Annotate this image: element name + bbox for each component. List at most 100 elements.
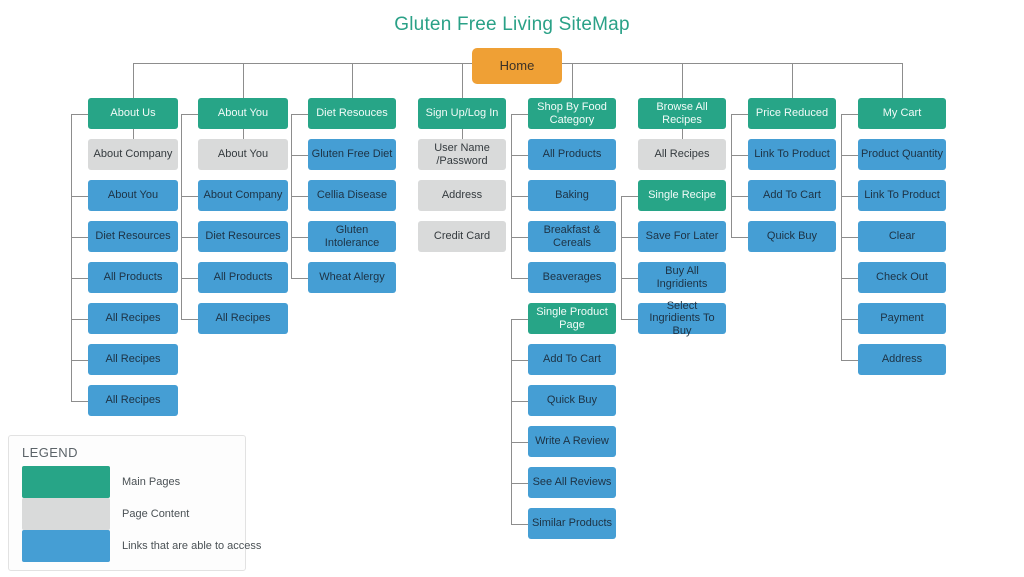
node-diet-resouces-1[interactable]: Gluten Free Diet: [308, 139, 396, 170]
connector-line: [621, 318, 638, 320]
connector-line: [71, 195, 88, 197]
node-price-reduced-3[interactable]: Quick Buy: [748, 221, 836, 252]
connector-line: [181, 318, 198, 320]
legend-swatch: [22, 530, 110, 562]
connector-line: [621, 195, 638, 197]
connector-line: [572, 63, 573, 98]
node-my-cart-6[interactable]: Address: [858, 344, 946, 375]
node-shop-by-food-category-5[interactable]: Single Product Page: [528, 303, 616, 334]
node-browse-all-recipes-1[interactable]: All Recipes: [638, 139, 726, 170]
node-my-cart-1[interactable]: Product Quantity: [858, 139, 946, 170]
connector-line: [511, 195, 528, 197]
node-browse-all-recipes-0[interactable]: Browse All Recipes: [638, 98, 726, 129]
node-my-cart-3[interactable]: Clear: [858, 221, 946, 252]
node-shop-by-food-category-2[interactable]: Baking: [528, 180, 616, 211]
node-home[interactable]: Home: [472, 48, 562, 84]
node-my-cart-4[interactable]: Check Out: [858, 262, 946, 293]
connector-line: [71, 236, 88, 238]
connector-line: [511, 400, 528, 402]
node-price-reduced-2[interactable]: Add To Cart: [748, 180, 836, 211]
connector-line: [352, 63, 353, 98]
node-shop-by-food-category-6[interactable]: Add To Cart: [528, 344, 616, 375]
connector-line: [731, 154, 748, 156]
legend-heading: LEGEND: [22, 445, 78, 460]
node-my-cart-0[interactable]: My Cart: [858, 98, 946, 129]
connector-line: [841, 359, 858, 361]
connector-line: [841, 195, 858, 197]
connector-line: [181, 236, 198, 238]
connector-line: [291, 195, 308, 197]
node-shop-by-food-category-9[interactable]: See All Reviews: [528, 467, 616, 498]
legend-label: Links that are able to access: [122, 540, 262, 552]
node-sign-up-log-in-1[interactable]: User Name /Password: [418, 139, 506, 170]
node-about-us-5[interactable]: All Recipes: [88, 303, 178, 334]
node-price-reduced-0[interactable]: Price Reduced: [748, 98, 836, 129]
connector-line: [511, 113, 528, 115]
node-diet-resouces-2[interactable]: Cellia Disease: [308, 180, 396, 211]
node-about-you-5[interactable]: All Recipes: [198, 303, 288, 334]
connector-line: [511, 236, 528, 238]
connector-line: [291, 113, 308, 115]
connector-line: [841, 154, 858, 156]
connector-line: [71, 113, 88, 115]
node-about-us-0[interactable]: About Us: [88, 98, 178, 129]
legend-item: Page Content: [22, 498, 234, 530]
node-about-us-6[interactable]: All Recipes: [88, 344, 178, 375]
node-sign-up-log-in-3[interactable]: Credit Card: [418, 221, 506, 252]
node-shop-by-food-category-7[interactable]: Quick Buy: [528, 385, 616, 416]
connector-line: [682, 129, 683, 139]
node-price-reduced-1[interactable]: Link To Product: [748, 139, 836, 170]
node-browse-all-recipes-3[interactable]: Save For Later: [638, 221, 726, 252]
node-diet-resouces-3[interactable]: Gluten Intolerance: [308, 221, 396, 252]
node-shop-by-food-category-3[interactable]: Breakfast & Cereals: [528, 221, 616, 252]
connector-line: [792, 63, 793, 98]
node-about-us-2[interactable]: About You: [88, 180, 178, 211]
node-browse-all-recipes-4[interactable]: Buy All Ingridients: [638, 262, 726, 293]
node-sign-up-log-in-2[interactable]: Address: [418, 180, 506, 211]
node-about-you-1[interactable]: About You: [198, 139, 288, 170]
node-about-you-0[interactable]: About You: [198, 98, 288, 129]
connector-line: [682, 63, 683, 98]
node-about-us-7[interactable]: All Recipes: [88, 385, 178, 416]
node-about-you-3[interactable]: Diet Resources: [198, 221, 288, 252]
node-diet-resouces-0[interactable]: Diet Resouces: [308, 98, 396, 129]
connector-line: [462, 63, 463, 98]
legend-label: Page Content: [122, 508, 190, 520]
node-shop-by-food-category-8[interactable]: Write A Review: [528, 426, 616, 457]
node-about-you-4[interactable]: All Products: [198, 262, 288, 293]
node-about-us-1[interactable]: About Company: [88, 139, 178, 170]
connector-line: [841, 113, 842, 360]
connector-line: [462, 129, 463, 139]
page-title: Gluten Free Living SiteMap: [394, 14, 630, 35]
node-shop-by-food-category-10[interactable]: Similar Products: [528, 508, 616, 539]
connector-line: [511, 277, 528, 279]
node-about-us-3[interactable]: Diet Resources: [88, 221, 178, 252]
connector-line: [511, 359, 528, 361]
connector-line: [181, 113, 198, 115]
connector-line: [133, 129, 134, 139]
node-shop-by-food-category-1[interactable]: All Products: [528, 139, 616, 170]
connector-line: [621, 236, 638, 238]
connector-line: [621, 277, 638, 279]
node-about-you-2[interactable]: About Company: [198, 180, 288, 211]
connector-line: [731, 113, 732, 237]
node-sign-up-log-in-0[interactable]: Sign Up/Log In: [418, 98, 506, 129]
legend-swatch: [22, 498, 110, 530]
node-browse-all-recipes-5[interactable]: Select Ingridients To Buy: [638, 300, 726, 337]
connector-line: [511, 482, 528, 484]
connector-line: [243, 63, 244, 98]
connector-line: [511, 113, 512, 278]
node-about-us-4[interactable]: All Products: [88, 262, 178, 293]
node-my-cart-5[interactable]: Payment: [858, 303, 946, 334]
connector-line: [511, 318, 528, 320]
connector-line: [291, 113, 292, 278]
connector-line: [291, 236, 308, 238]
connector-line: [133, 63, 134, 98]
node-shop-by-food-category-0[interactable]: Shop By Food Category: [528, 98, 616, 129]
connector-line: [71, 359, 88, 361]
node-browse-all-recipes-2[interactable]: Single Recipe: [638, 180, 726, 211]
node-diet-resouces-4[interactable]: Wheat Alergy: [308, 262, 396, 293]
node-my-cart-2[interactable]: Link To Product: [858, 180, 946, 211]
legend-label: Main Pages: [122, 476, 181, 488]
node-shop-by-food-category-4[interactable]: Beaverages: [528, 262, 616, 293]
